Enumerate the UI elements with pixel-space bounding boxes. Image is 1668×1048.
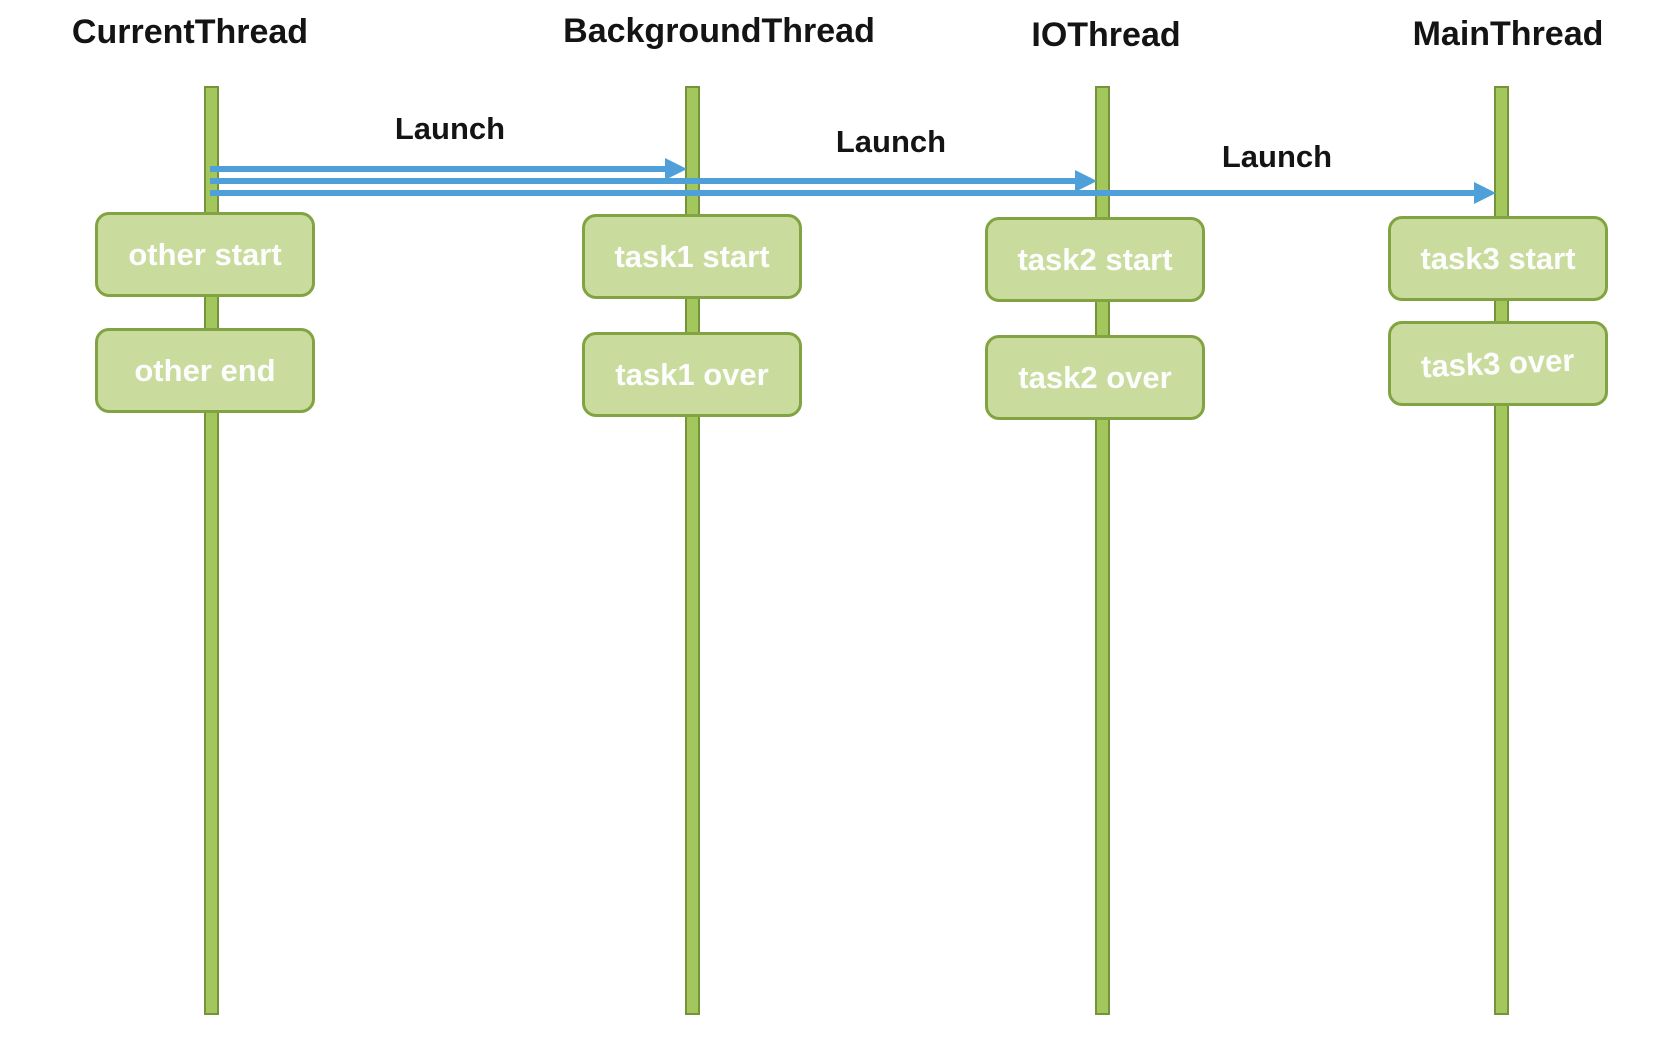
event-label: other end: [134, 352, 276, 388]
thread-title-mainthread: MainThread: [1412, 15, 1604, 53]
event-box-task2-over: task2 over: [985, 335, 1205, 420]
launch-arrow-3: [210, 190, 1474, 196]
thread-title-backgroundthread: BackgroundThread: [563, 12, 875, 50]
event-label: task3 start: [1420, 240, 1576, 276]
event-box-other-end: other end: [95, 328, 315, 413]
thread-title-currentthread: CurrentThread: [71, 13, 309, 51]
lifeline-backgroundthread: [685, 86, 700, 1015]
event-box-task3-start: task3 start: [1388, 216, 1608, 301]
event-label: task2 start: [1017, 241, 1173, 277]
lifeline-mainthread: [1494, 86, 1509, 1015]
event-box-task1-start: task1 start: [582, 214, 802, 299]
lifeline-currentthread: [204, 86, 219, 1015]
lifeline-iothread: [1095, 86, 1110, 1015]
launch-arrow-1: [210, 166, 665, 172]
event-box-task3-over: task3 over: [1388, 321, 1608, 406]
arrowhead-icon: [1474, 182, 1496, 204]
launch-label-1: Launch: [394, 111, 506, 146]
thread-title-iothread: IOThread: [1031, 16, 1181, 54]
event-box-other-start: other start: [95, 212, 315, 297]
event-label: task1 start: [614, 238, 770, 274]
event-box-task2-start: task2 start: [985, 217, 1205, 302]
event-label: task1 over: [615, 356, 769, 392]
launch-arrow-2: [210, 178, 1075, 184]
arrowhead-icon: [1075, 170, 1097, 192]
event-label: task3 over: [1420, 342, 1576, 384]
launch-label-2: Launch: [835, 124, 947, 159]
event-label: task2 over: [1018, 359, 1172, 395]
arrowhead-icon: [665, 158, 687, 180]
event-label: other start: [128, 236, 282, 272]
event-box-task1-over: task1 over: [582, 332, 802, 417]
launch-label-3: Launch: [1221, 139, 1333, 174]
